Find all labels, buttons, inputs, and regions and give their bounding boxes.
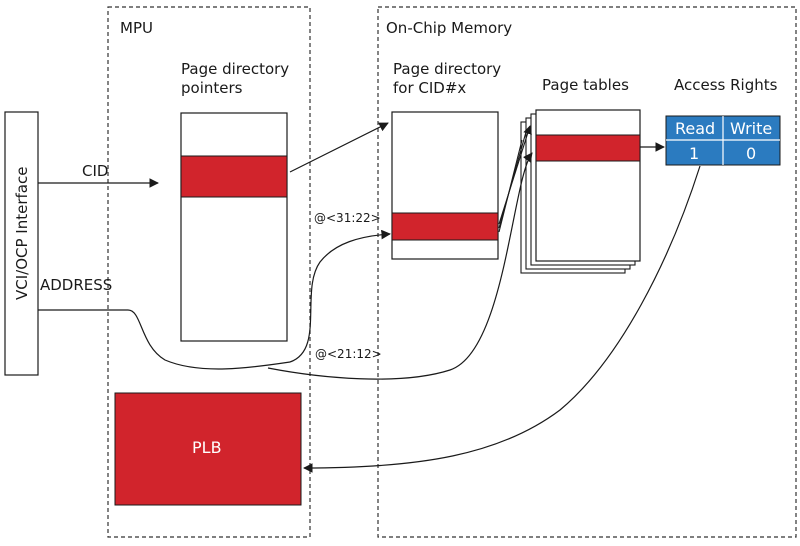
pt-table: [535, 109, 641, 262]
pdp-title-line1: Page directory: [181, 60, 289, 78]
memory-region: [377, 6, 797, 538]
pt-title: Page tables: [542, 76, 629, 94]
interface-label: VCI/OCP Interface: [13, 167, 31, 300]
ar-write-header: Write: [730, 119, 772, 138]
pd-to-pt-arrow-3: [498, 139, 523, 233]
plb-label: PLB: [192, 438, 222, 457]
interface-box: [4, 111, 39, 376]
pdp-selected-entry: [180, 155, 288, 198]
pdp-to-pd-arrow: [289, 122, 389, 173]
mpu-title: MPU: [120, 19, 153, 37]
address-line: [38, 309, 291, 370]
ar-to-plb-arrow: [303, 165, 701, 473]
addr-upper-arrow: [289, 229, 391, 363]
cid-label: CID: [82, 162, 108, 180]
pt-selected-entry: [535, 134, 641, 162]
ar-title: Access Rights: [674, 76, 778, 94]
plb-block: [114, 392, 302, 506]
mpu-region: [107, 6, 311, 538]
ar-write-value: 0: [746, 144, 756, 163]
memory-title: On-Chip Memory: [386, 19, 512, 37]
pd-title-line2: for CID#x: [393, 79, 466, 97]
pdp-table: [180, 112, 288, 342]
pdp-title-line2: pointers: [181, 79, 243, 97]
addr-upper-label: @<31:22>: [314, 211, 381, 225]
ar-read-value: 1: [689, 144, 699, 163]
addr-lower-label: @<21:12>: [315, 347, 382, 361]
pd-title-line1: Page directory: [393, 60, 501, 78]
ar-read-header: Read: [675, 119, 715, 138]
pd-selected-entry: [391, 212, 499, 241]
address-label: ADDRESS: [40, 276, 112, 294]
addr-lower-arrow: [267, 152, 533, 380]
